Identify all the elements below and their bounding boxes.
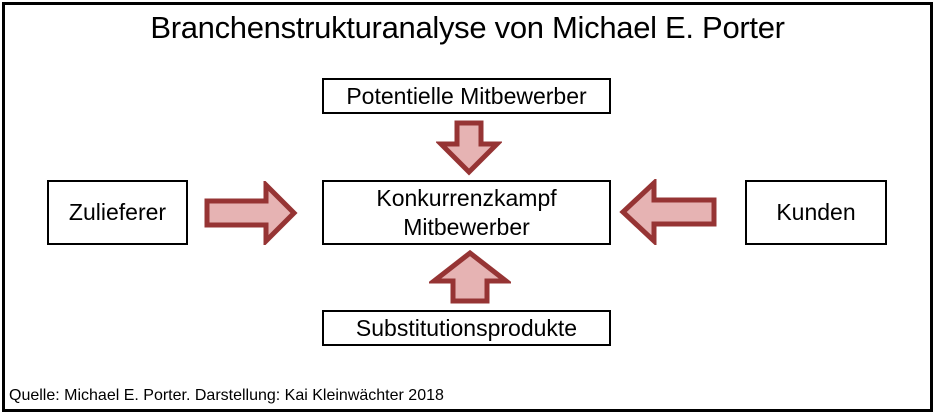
box-substitutes: Substitutionsprodukte bbox=[322, 310, 611, 346]
arrow-up-icon bbox=[429, 249, 511, 304]
box-label-line2: Mitbewerber bbox=[403, 213, 530, 240]
box-suppliers: Zulieferer bbox=[47, 180, 188, 245]
box-industry-rivalry: Konkurrenzkampf Mitbewerber bbox=[322, 180, 611, 245]
box-label: Substitutionsprodukte bbox=[355, 314, 578, 341]
diagram-title: Branchenstrukturanalyse von Michael E. P… bbox=[150, 10, 785, 45]
arrow-down-icon bbox=[436, 120, 502, 176]
box-label: Zulieferer bbox=[68, 199, 167, 225]
box-potential-competitors: Potentielle Mitbewerber bbox=[322, 78, 611, 114]
source-caption: Quelle: Michael E. Porter. Darstellung: … bbox=[9, 387, 444, 404]
arrow-left-icon bbox=[619, 179, 717, 245]
box-label: Potentielle Mitbewerber bbox=[346, 82, 587, 109]
box-label: Kunden bbox=[776, 199, 856, 225]
box-customers: Kunden bbox=[745, 180, 887, 245]
box-label-line1: Konkurrenzkampf bbox=[376, 184, 557, 211]
arrow-right-icon bbox=[204, 181, 298, 245]
